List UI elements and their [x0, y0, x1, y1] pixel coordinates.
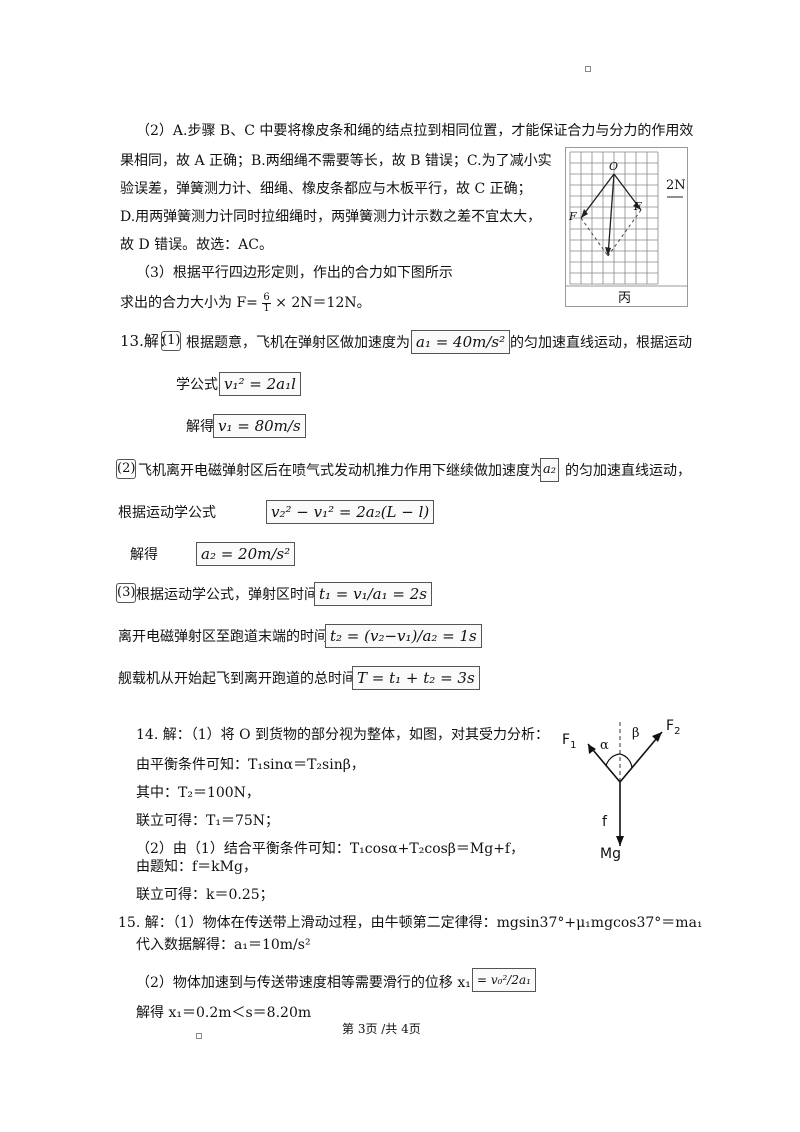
- q12-line-2: 果相同，故 A 正确；B.两细绳不需要等长，故 B 错误；C.为了减小实: [120, 153, 552, 169]
- q13-eq-a2: a₂ = 20m/s²: [196, 542, 296, 566]
- fig-alpha-label: α: [600, 738, 609, 753]
- q12-line-6: （3）根据平行四边形定则，作出的合力如下图所示: [136, 265, 453, 281]
- q15-eq-x1: = v₀²/2a₁: [472, 968, 536, 992]
- q12-eq-sign: =: [246, 295, 258, 311]
- q14-line-4: 联立可得：T₁＝75N；: [136, 813, 280, 829]
- q13-eq-v1sq: v₁² = 2a₁l: [219, 372, 301, 396]
- q14-line-1: 14. 解：（1）将 O 到货物的部分视为整体，如图，对其受力分析：: [136, 727, 549, 743]
- fig-label-f1: F: [569, 210, 577, 223]
- fig-F1-label: F1: [562, 732, 577, 751]
- q14-line-7: 联立可得：k＝0.25；: [136, 887, 274, 903]
- q13-text-1b: 的匀加速直线运动，根据运动: [510, 335, 692, 351]
- q12-result-pre: 求出的合力大小为 F: [120, 295, 247, 311]
- q13-eq-t1: t₁ = v₁/a₁ = 2s: [314, 582, 432, 606]
- q12-line-1: （2）A.步骤 B、C 中要将橡皮条和绳的结点拉到相同位置，才能保证合力与分力的…: [136, 123, 694, 139]
- q12-line-4: D.用两弹簧测力计同时拉细绳时，两弹簧测力计示数之差不宜太大，: [120, 209, 542, 225]
- fig-label-f2: F: [634, 200, 642, 213]
- q15-line-4: 解得 x₁＝0.2m＜s＝8.20m: [136, 1005, 312, 1021]
- q12-line-5: 故 D 错误。故选：AC。: [120, 237, 273, 253]
- q12-times: ×: [275, 295, 287, 311]
- q13-text-2: 学公式: [176, 377, 218, 393]
- q12-grid-diagram: [566, 151, 687, 287]
- fig-caption: 丙: [618, 291, 632, 306]
- q13-eq-T: T = t₁ + t₂ = 3s: [352, 666, 480, 690]
- fig-F2-label: F2: [666, 718, 681, 737]
- q14-force-diagram: F1 F2 α β f Mg: [558, 712, 686, 864]
- fig-scale-label: 2N: [666, 178, 686, 193]
- q13-eq-a2-symbol: a₂: [540, 458, 559, 482]
- q13-text-3: 解得: [186, 419, 214, 435]
- q13-mark-3: (3): [116, 583, 136, 603]
- decor-dot: [585, 66, 591, 72]
- q13-text-7: 根据运动学公式，弹射区时间: [136, 587, 318, 603]
- fig-f-label: f: [602, 814, 607, 830]
- q15-line-2: 代入数据解得：a₁＝10m/s²: [136, 937, 311, 953]
- q14-line-3: 其中：T₂＝100N，: [136, 785, 260, 801]
- q14-line-5: （2）由（1）结合平衡条件可知：T₁cosα+T₂cosβ＝Mg+f，: [136, 841, 525, 857]
- q15-line-3: （2）物体加速到与传送带速度相等需要滑行的位移 x₁: [136, 975, 471, 991]
- q12-line-3: 验误差，弹簧测力计、细绳、橡皮条都应与木板平行，故 C 正确；: [120, 181, 532, 197]
- q13-mark-1: (1): [161, 331, 181, 351]
- q13-text-4b: 的匀加速直线运动，: [565, 463, 691, 479]
- q13-text-5: 根据运动学公式: [118, 505, 216, 521]
- q13-eq-v1: v₁ = 80m/s: [213, 414, 306, 438]
- fig-beta-label: β: [632, 726, 640, 741]
- q15-line-1: 15. 解：（1）物体在传送带上滑动过程，由牛顿第二定律得：mgsin37°+μ…: [118, 915, 703, 931]
- q13-mark-2: (2): [116, 459, 136, 479]
- q13-eq-v2: v₂² − v₁² = 2a₂(L − l): [266, 500, 435, 524]
- decor-dot: [196, 1033, 202, 1039]
- q13-text-8: 离开电磁弹射区至跑道末端的时间: [118, 629, 328, 645]
- q13-number: 13.解：: [120, 332, 174, 350]
- page-footer: 第 3页 /共 4页: [342, 1022, 421, 1036]
- q14-line-2: 由平衡条件可知：T₁sinα＝T₂sinβ，: [136, 757, 365, 773]
- q13-text-1: 根据题意，飞机在弹射区做加速度为: [186, 335, 410, 351]
- q13-eq-a1: a₁ = 40m/s²: [411, 330, 511, 354]
- q14-line-6: 由题知：f＝kMg，: [136, 859, 257, 875]
- q12-figure: O F F 2N 丙: [565, 147, 688, 307]
- fig-label-o: O: [609, 160, 619, 173]
- q12-result-post: 2N＝12N。: [291, 295, 371, 311]
- q13-text-6: 解得: [130, 547, 158, 563]
- q13-text-4: 飞机离开电磁弹射区后在喷气式发动机推力作用下继续做加速度为: [138, 463, 544, 479]
- fig-Mg-label: Mg: [600, 846, 621, 862]
- q13-eq-t2: t₂ = (v₂−v₁)/a₂ = 1s: [325, 624, 482, 648]
- q13-text-9: 舰载机从开始起飞到离开跑道的总时间: [118, 671, 356, 687]
